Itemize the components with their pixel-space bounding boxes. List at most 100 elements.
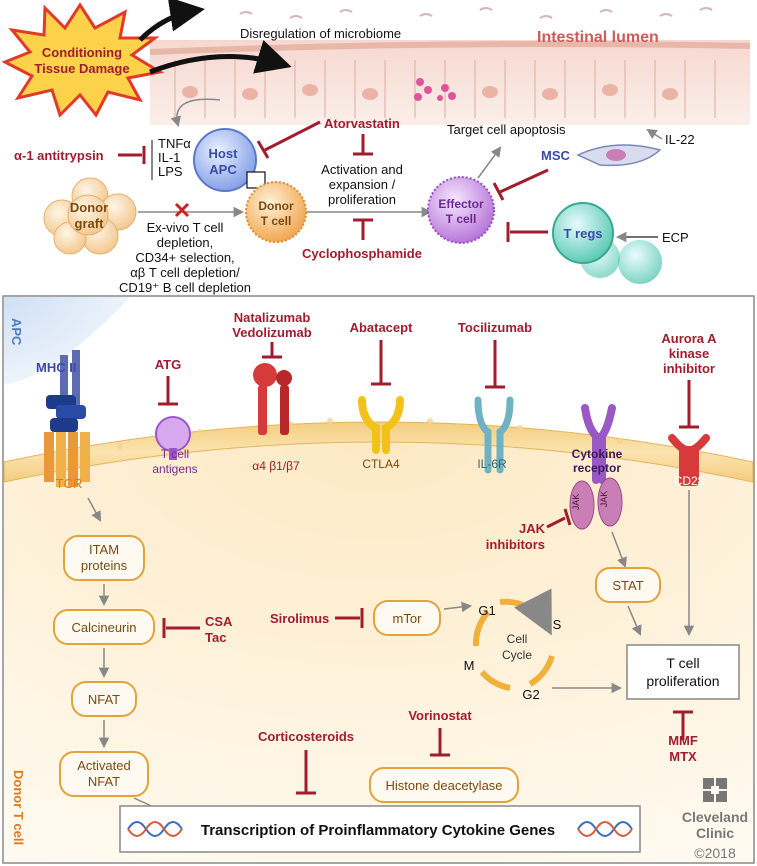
tnf-label: TNFα [158,136,191,151]
copyright-label: ©2018 [694,845,736,861]
apc-label: APC [9,318,24,346]
conditioning-starburst: Conditioning Tissue Damage [1,2,165,118]
vorinostat-inhibitor [430,728,450,757]
apc-region [4,297,130,385]
proliferation-label-2: proliferation [646,673,719,689]
msc-label: MSC [541,148,571,163]
cd28-receptor: CD28 [668,434,710,488]
mhc-label: MHC II [36,360,76,375]
jak-label-right: JAK [599,491,609,508]
tocilizumab-inhibitor [485,340,505,389]
mmf-label: MMF [668,733,698,748]
cycle-label-2: Cycle [502,648,532,662]
il22-label: IL-22 [665,132,695,147]
tregs-inhibitor [506,222,548,242]
itam-box: ITAM proteins [63,535,145,581]
t-antigens-label-2: antigens [152,462,197,476]
activated-nfat-label-2: NFAT [88,774,120,789]
donor-t-label-2: T cell [261,214,292,228]
mtor-label: mTor [393,611,423,626]
cyclophosphamide-label: Cyclophosphamide [302,246,422,261]
depletion-label-5: CD19⁺ B cell depletion [119,280,251,295]
host-apc-label-2: APC [209,162,237,177]
proliferation-box: T cell proliferation [626,644,740,700]
cell-cycle: G1 S M G2 Cell Cycle [464,588,562,702]
aurora-label-1: Aurora A [661,331,717,346]
atorvastatin-label: Atorvastatin [324,116,400,131]
arrow-stat-to-proliferation [627,605,642,636]
target-apoptosis-label: Target cell apoptosis [447,122,566,137]
abatacept-label: Abatacept [350,320,414,335]
csa-label: CSA [205,614,233,629]
cytokine-receptor: Cytokine receptor JAK JAK [569,404,623,530]
arrow-epithelium-to-cytokines [170,98,221,128]
arrow-jak-to-stat [611,531,627,568]
cyclophosphamide-inhibitor [353,218,373,240]
itam-label-1: ITAM [89,542,119,557]
aurora-inhibitor [679,380,699,429]
depletion-label-2: depletion, [157,235,213,250]
cd28-label: CD28 [674,474,705,488]
abatacept-inhibitor [371,340,391,386]
antitrypsin-inhibitor [118,146,146,164]
ctla4-label: CTLA4 [362,457,400,471]
tcr-label: TCR [56,476,83,491]
sirolimus-inhibitor [335,608,364,628]
tregs-cluster: T regs [552,202,662,284]
itam-label-2: proteins [81,558,128,573]
arrow-il22 [646,128,663,140]
aurora-label-3: inhibitor [663,361,715,376]
jak-inhibitors-label-2: inhibitors [486,537,545,552]
corticosteroids-inhibitor [296,750,316,795]
ecp-label: ECP [662,230,689,245]
depletion-x-mark [174,202,190,218]
lps-label: LPS [158,164,183,179]
intestinal-epithelium [149,7,751,125]
damage-label-2: Tissue Damage [34,61,129,76]
cytokine-label-2: receptor [573,461,621,475]
mhc-tcr-complex: MHC II TCR [36,350,90,491]
histone-label: Histone deacetylase [385,778,502,793]
host-apc-label-1: Host [209,146,239,161]
damage-label-1: Conditioning [42,45,122,60]
s-label: S [553,617,562,632]
atorvastatin-inhibitor-apc [256,120,321,159]
donor-t-label-1: Donor [258,199,294,213]
tregs-label: T regs [563,226,602,241]
tocilizumab-label: Tocilizumab [458,320,532,335]
vedolizumab-label: Vedolizumab [232,325,312,340]
transcription-box: Transcription of Proinflammatory Cytokin… [119,805,641,853]
arrow-tcr-to-itam [87,497,102,522]
mtx-label: MTX [669,749,697,764]
arrow-to-microbiome [138,0,205,42]
integrin-label: α4 β1/β7 [252,459,300,473]
brand-label-2: Clinic [696,825,734,841]
sirolimus-label: Sirolimus [270,611,329,626]
t-antigens-label-1: T cell [161,447,189,461]
jak-label-left: JAK [571,494,581,511]
il1-label: IL-1 [158,150,180,165]
aurora-label-2: kinase [669,346,709,361]
natalizumab-label: Natalizumab [234,310,311,325]
arrow-to-apoptosis [477,146,502,179]
donor-t-cell: Donor T cell [245,181,307,243]
depletion-label-3: CD34+ selection, [135,250,234,265]
stat-box: STAT [595,567,661,603]
calcineurin-box: Calcineurin [53,609,155,645]
activated-nfat-label-1: Activated [77,758,130,773]
arrow-mtor-to-cycle [443,601,473,613]
atorvastatin-inhibitor-activation [353,134,373,156]
integrin-receptor: α4 β1/β7 [252,363,300,473]
depletion-label-1: Ex-vivo T cell [147,220,224,235]
stat-label: STAT [612,578,643,593]
il6r-label: IL-6R [477,457,507,471]
activated-nfat-box: Activated NFAT [59,751,149,797]
donor-graft-label-1: Donor [70,200,108,215]
transcription-label: Transcription of Proinflammatory Cytokin… [201,822,555,839]
synapse-box [246,171,266,189]
dna-icon-right [577,821,633,837]
calcineurin-label: Calcineurin [71,620,136,635]
cytokine-label-1: Cytokine [572,447,623,461]
antitrypsin-label: α-1 antitrypsin [14,148,104,163]
